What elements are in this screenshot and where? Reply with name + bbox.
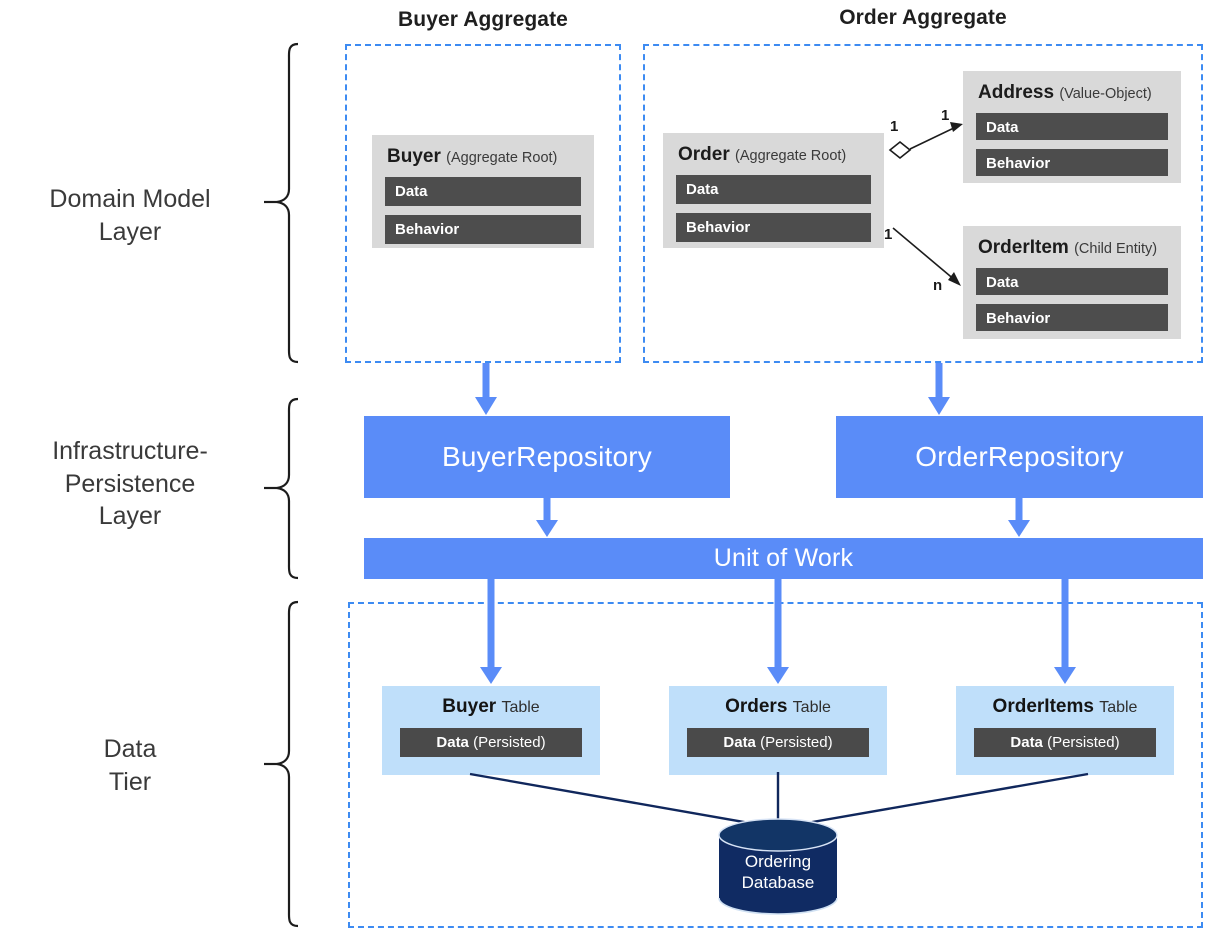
brace-domain-layer [264,42,299,364]
table-orders-data-row: Data (Persisted) [687,728,869,757]
layer-label-infra-line3: Layer [98,502,162,530]
entity-address-name: Address [978,82,1055,103]
order-repository-box[interactable]: OrderRepository [836,416,1203,498]
multiplicity-order-orderitem-target: n [933,277,943,294]
entity-buyer-behavior-bar: Behavior [385,214,581,244]
table-orderitems-data-suffix: (Persisted) [1047,734,1120,751]
arrow-buyerrepo-to-uow [536,498,558,537]
table-orderitems-name: OrderItems [992,696,1094,717]
table-orders-header: Orders Table [669,696,887,718]
relation-line-order-orderitem [892,227,957,282]
entity-buyer-name: Buyer [387,146,441,167]
arrow-order-to-repository [928,363,950,415]
entity-buyer-stereotype: (Aggregate Root) [446,150,558,166]
table-orderitems-suffix: Table [1099,699,1138,716]
table-orders-suffix: Table [792,699,831,716]
layer-label-data-tier: Data Tier [6,733,254,798]
entity-address-behavior-bar: Behavior [976,148,1168,176]
brace-data-tier [264,600,299,928]
table-card-orderitems: OrderItems Table Data (Persisted) [956,686,1174,775]
layer-label-domain-model: Domain Model Layer [6,183,254,248]
entity-order-data-bar: Data [676,174,871,204]
entity-order-name: Order [678,144,730,165]
entity-address-stereotype: (Value-Object) [1059,86,1152,102]
table-card-buyer: Buyer Table Data (Persisted) [382,686,600,775]
entity-buyer-header: Buyer (Aggregate Root) [387,146,583,168]
buyer-repository-box[interactable]: BuyerRepository [364,416,730,498]
layer-label-data-line1: Data [103,735,157,763]
table-orderitems-header: OrderItems Table [956,696,1174,718]
order-aggregate-boundary [643,44,1203,363]
entity-orderitem-stereotype: (Child Entity) [1074,241,1158,257]
entity-orderitem-header: OrderItem (Child Entity) [978,237,1170,259]
entity-order-behavior-bar: Behavior [676,212,871,242]
entity-card-address: Address (Value-Object) Data Behavior [963,71,1181,183]
order-aggregate-title: Order Aggregate [839,6,1007,29]
entity-address-data-bar: Data [976,112,1168,140]
multiplicity-order-address-target: 1 [941,107,950,124]
table-buyer-suffix: Table [501,699,540,716]
entity-order-header: Order (Aggregate Root) [678,144,873,166]
layer-label-infrastructure: Infrastructure- Persistence Layer [6,435,254,533]
table-buyer-header: Buyer Table [382,696,600,718]
arrow-orderrepo-to-uow [1008,498,1030,537]
aggregation-diamond-icon [888,140,912,160]
layer-label-data-line2: Tier [108,767,152,796]
arrowhead-address-icon [950,122,963,132]
entity-address-header: Address (Value-Object) [978,82,1170,104]
arrow-uow-to-buyer-table [480,579,502,684]
entity-card-order: Order (Aggregate Root) Data Behavior [663,133,884,248]
layer-label-infra-line1: Infrastructure- [52,437,208,465]
db-top-ellipse-icon [718,818,838,852]
table-orders-data-label: Data [723,734,756,751]
table-buyer-data-suffix: (Persisted) [473,734,546,751]
arrow-uow-to-orders-table [767,579,789,684]
arrow-uow-to-orderitems-table [1054,579,1076,684]
table-orders-data-suffix: (Persisted) [760,734,833,751]
order-repository-label: OrderRepository [915,441,1124,472]
table-buyer-data-label: Data [436,734,469,751]
uml-relations [888,122,963,286]
layer-label-domain-line1: Domain Model [49,185,211,213]
table-buyer-name: Buyer [442,696,497,717]
table-orderitems-data-label: Data [1010,734,1043,751]
entity-card-orderitem: OrderItem (Child Entity) Data Behavior [963,226,1181,339]
db-bottom-arc-icon [718,897,838,915]
entity-card-buyer: Buyer (Aggregate Root) Data Behavior [372,135,594,248]
ordering-database-cylinder: Ordering Database [718,818,838,915]
entity-orderitem-name: OrderItem [978,237,1069,258]
table-buyer-data-row: Data (Persisted) [400,728,582,757]
entity-orderitem-behavior-bar: Behavior [976,303,1168,331]
table-card-orders: Orders Table Data (Persisted) [669,686,887,775]
connector-orderitems-db [777,772,1089,830]
relation-line-order-address [909,125,959,150]
buyer-repository-label: BuyerRepository [442,441,652,472]
entity-orderitem-data-bar: Data [976,267,1168,295]
table-orderitems-data-row: Data (Persisted) [974,728,1156,757]
layer-label-infra-line2: Persistence [64,469,196,498]
entity-order-stereotype: (Aggregate Root) [735,148,847,164]
multiplicity-order-address-source: 1 [890,118,899,135]
entity-buyer-data-bar: Data [385,176,581,206]
db-body-icon [719,835,837,914]
arrowhead-orderitem-icon [948,272,961,286]
unit-of-work-label: Unit of Work [713,544,854,572]
arrow-buyer-to-repository [475,363,497,415]
multiplicity-order-orderitem-source: 1 [884,226,893,243]
buyer-aggregate-boundary [345,44,621,363]
unit-of-work-box[interactable]: Unit of Work [364,538,1203,579]
layer-label-domain-line2: Layer [98,217,162,246]
brace-infrastructure-layer [264,397,299,580]
connector-buyer-db [469,772,779,830]
buyer-aggregate-title: Buyer Aggregate [398,8,568,31]
table-orders-name: Orders [725,696,788,717]
